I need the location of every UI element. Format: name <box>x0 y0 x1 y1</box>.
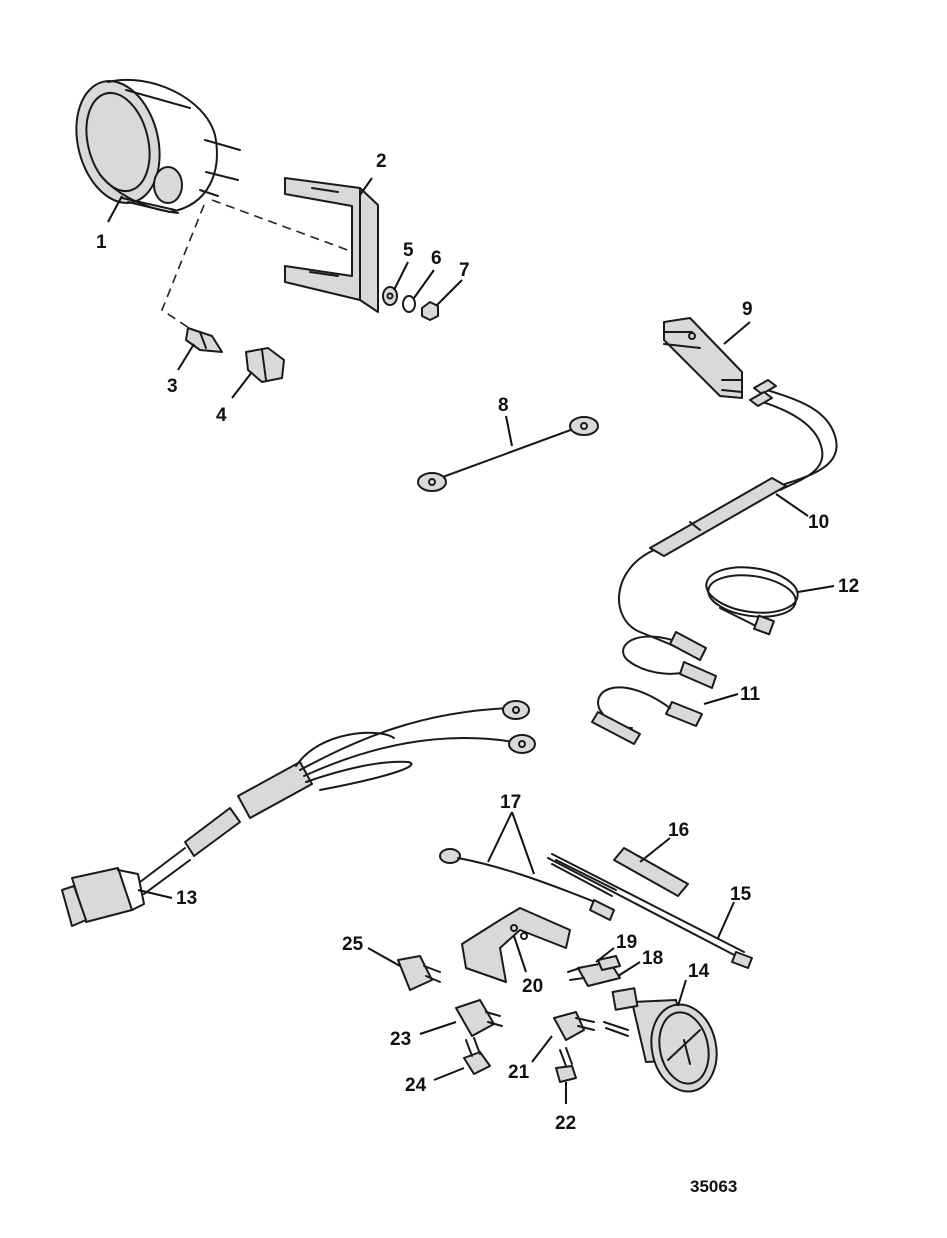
tee-fitting-part-23 <box>455 999 503 1037</box>
callout-19: 19 <box>616 932 637 953</box>
lockwasher-part-6 <box>402 295 416 313</box>
callout-18: 18 <box>642 948 663 969</box>
callout-15: 15 <box>730 884 752 905</box>
callout-6: 6 <box>431 248 442 269</box>
callout-16: 16 <box>668 820 689 841</box>
callout-25: 25 <box>342 934 364 955</box>
sender-bracket-part-9 <box>663 317 743 399</box>
callout-3: 3 <box>167 376 178 397</box>
mount-bracket-part-20 <box>461 907 571 983</box>
callout-4: 4 <box>216 405 227 426</box>
harness-part-13 <box>61 700 536 927</box>
callout-9: 9 <box>742 299 753 320</box>
cap-part-4 <box>245 347 285 383</box>
callout-22: 22 <box>555 1113 576 1134</box>
elbow-fitting-part-21 <box>553 1011 595 1041</box>
callout-8: 8 <box>498 395 509 416</box>
fitting-part-24 <box>463 1037 491 1075</box>
ground-strap-part-8 <box>417 416 599 492</box>
callout-14: 14 <box>688 961 710 982</box>
callout-2: 2 <box>376 151 387 172</box>
callout-10: 10 <box>808 512 829 533</box>
bulb-socket-part-3 <box>185 327 223 353</box>
figure-number: 35063 <box>690 1177 737 1196</box>
callout-17: 17 <box>500 792 521 813</box>
assembly-line <box>161 204 205 333</box>
cable-tie-part-15 <box>547 853 753 969</box>
gauge-part-1 <box>75 78 241 214</box>
fitting-part-22 <box>555 1047 577 1083</box>
callout-13: 13 <box>176 888 197 909</box>
jumper-lead-part-11 <box>591 631 717 745</box>
callout-11: 11 <box>740 684 761 705</box>
leader-lines <box>107 177 835 1104</box>
gauge-part-14 <box>603 987 718 1093</box>
callout-24: 24 <box>405 1075 427 1096</box>
callout-21: 21 <box>508 1062 530 1083</box>
sender-body-part-19 <box>597 955 621 971</box>
sleeve-part-16 <box>613 847 689 897</box>
callout-1: 1 <box>96 232 107 253</box>
callout-12: 12 <box>838 576 859 597</box>
hose-clamp-part-12 <box>705 566 799 636</box>
callout-5: 5 <box>403 240 414 261</box>
callout-labels: 1 2 3 4 5 6 7 8 9 10 11 12 13 14 15 16 1… <box>96 151 859 1134</box>
nut-part-7 <box>421 301 439 321</box>
callout-7: 7 <box>459 260 470 281</box>
bracket-part-2 <box>284 177 379 313</box>
callout-20: 20 <box>522 976 543 997</box>
sender-harness-part-10 <box>618 379 838 656</box>
washer-part-5 <box>382 286 398 306</box>
lead-part-17 <box>439 848 617 921</box>
callout-23: 23 <box>390 1029 411 1050</box>
elbow-fitting-part-25 <box>397 955 441 991</box>
